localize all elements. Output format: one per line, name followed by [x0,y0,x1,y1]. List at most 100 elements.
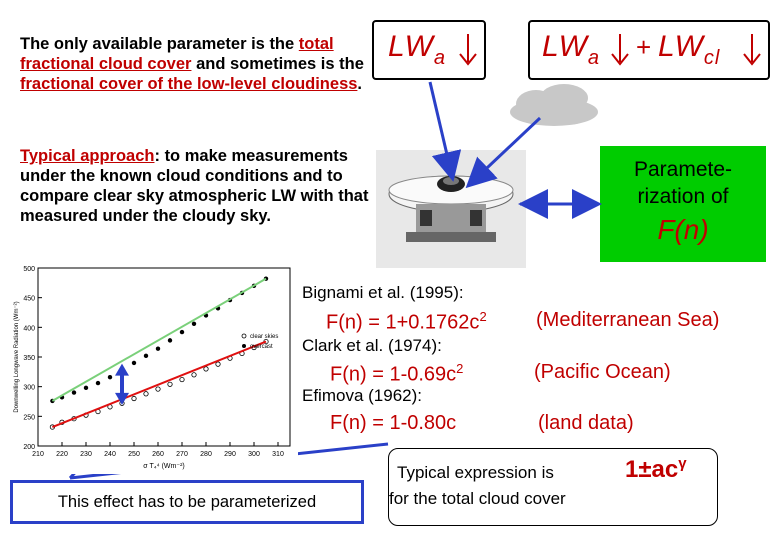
chart-text: 210 220 230 240 250 260 270 280 290 300 310 200 250 3… [14,266,284,470]
overcast-point [191,321,197,326]
typical-approach-paragraph: Typical approach: to make measurements u… [20,146,370,226]
cloud-icon [510,84,598,126]
lw-sub: a [433,47,447,69]
overcast-point [107,374,113,380]
lw-total-label-cl: LWcl [658,30,720,70]
y-tick-label: 400 [23,325,35,332]
y-tick-label: 450 [23,296,35,303]
down-arrow-icon [611,34,629,66]
expression-line-2: for the total cloud cover [389,489,566,508]
clear-sky-point [155,386,161,392]
intro-text-1: The only available parameter is the [20,35,295,53]
x-tick-label: 250 [128,451,140,458]
ref-region-2: (Pacific Ocean) [534,361,671,383]
effect-box: This effect has to be parameterized [10,480,364,524]
ref-formula-2-base: F(n) = 1-0.69c [330,363,457,386]
ref-author-3: Efimova (1962): [302,386,422,405]
y-tick-label: 300 [23,385,35,392]
chart-axes [37,267,291,447]
legend-label: clear skies [250,334,278,340]
y-tick-label: 350 [23,355,35,362]
y-axis-label: Downwelling Longwave Radiation (Wm⁻²) [14,301,20,412]
effect-arrow-down-head [115,392,129,405]
clear-sky-point [203,366,209,372]
x-tick-label: 210 [32,451,44,458]
overcast-point [131,360,137,366]
low-level-cloudiness-link[interactable]: fractional cover of the low-level cloudi… [20,75,358,93]
ref-formula-2: F(n) = 1-0.69c2 [330,361,463,387]
expression-formula-base: 1±ac [625,456,679,483]
pyrgeometer-image [376,150,526,268]
expression-box: Typical expression is 1±acγ for the tota… [388,448,718,526]
expression-line-1: Typical expression is [397,463,554,482]
overcast-point [95,380,101,386]
chart-points [49,276,269,430]
param-line-2: rization of [637,185,729,208]
lw-down-label: LWa [388,30,446,70]
lw-down-box: LWa [372,20,486,80]
typical-approach-link[interactable]: Typical approach [20,147,155,165]
overcast-point [71,390,77,395]
overcast-point [167,338,173,343]
clear-sky-point [143,391,149,397]
x-tick-label: 280 [200,451,212,458]
ref-author-1: Bignami et al. (1995): [302,283,464,302]
overcast-point [143,353,149,359]
ref-region-1: (Mediterranean Sea) [536,309,720,331]
x-tick-label: 270 [176,451,188,458]
ref-author-2: Clark et al. (1974): [302,336,442,355]
overcast-point [83,385,89,391]
overcast-point [155,346,161,351]
typical-approach-text: : to make measurements under the known c… [20,147,369,225]
lw-main: LW [388,30,434,63]
lw-cl-main: LW [658,30,704,63]
param-line-1: Paramete- [633,158,733,181]
x-tick-label: 220 [56,451,68,458]
ref-formula-3: F(n) = 1-0.80c [330,412,457,434]
legend-marker-clear [241,333,247,339]
effect-arrow-up-head [115,363,129,376]
y-tick-label: 500 [23,266,35,273]
clear-sky-point [191,372,197,378]
x-tick-label: 240 [104,451,116,458]
y-tick-label: 200 [23,444,35,451]
legend-label: overcast [250,344,273,350]
x-tick-label: 300 [248,451,260,458]
intro-text-2: and sometimes is the [196,55,364,73]
ref-formula-2-exp: 2 [456,361,464,376]
overcast-fit-line [51,277,267,402]
x-tick-label: 230 [80,451,92,458]
down-arrow-icon [459,34,477,66]
intro-paragraph: The only available parameter is the tota… [20,34,370,94]
expression-formula: 1±acγ [625,455,687,484]
clear-sky-point [167,381,173,387]
legend-marker-overcast [242,344,246,348]
clear-sky-fit-line [52,340,267,428]
lw-a-sub: a [587,47,601,69]
plus-sign: + [636,32,652,62]
clear-sky-point [215,361,221,367]
x-tick-label: 290 [224,451,236,458]
effect-text: This effect has to be parameterized [57,493,317,511]
x-tick-label: 310 [272,451,284,458]
lw-total-label-a: LWa [542,30,600,70]
scatter-chart: 210 220 230 240 250 260 270 280 290 300 310 200 250 3… [8,262,298,474]
lw-cl-sub: cl [703,47,721,69]
expression-formula-exp: γ [678,455,687,472]
intro-end: . [357,75,363,93]
x-axis-label: σ T₄⁴ (Wm⁻²) [143,463,184,470]
lw-total-box: LWa + LWcl [528,20,770,80]
total-cloud-cover-link[interactable]: total fractional cloud cover [20,35,334,73]
ref-region-3: (land data) [538,412,634,434]
lw-a-main: LW [542,30,588,63]
clear-sky-point [131,395,137,402]
x-tick-label: 260 [152,451,164,458]
y-tick-label: 250 [23,414,35,421]
param-formula: F(n) [657,214,709,245]
ref-formula-1-base: F(n) = 1+0.1762c [326,311,480,334]
ref-formula-1: F(n) = 1+0.1762c2 [326,309,487,335]
down-arrow-icon [743,34,761,66]
parameterization-box: Paramete- rization of F(n) [600,146,766,262]
overcast-point [179,329,185,335]
